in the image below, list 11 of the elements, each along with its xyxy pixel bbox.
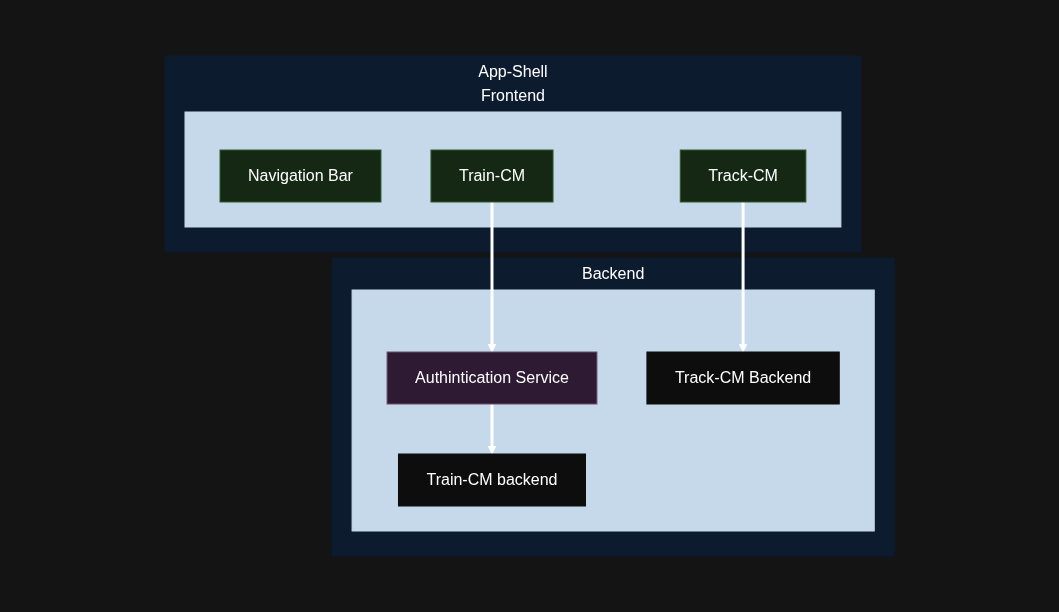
arrow [738,202,748,353]
node-box: Track-CM [679,149,807,203]
arrow [487,404,497,455]
node-box: Track-CM Backend [646,351,840,405]
arrow [487,202,497,353]
cluster [184,111,842,228]
node-box: Authintication Service [386,351,598,405]
node-box: Train-CM [430,149,554,203]
node-box: Navigation Bar [219,149,382,203]
cluster [351,289,875,532]
node-box: Train-CM backend [397,453,586,507]
